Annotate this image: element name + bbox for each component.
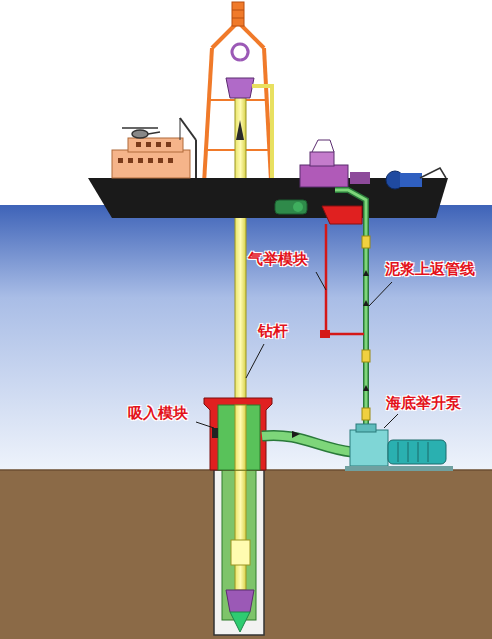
drill-pipe bbox=[235, 90, 246, 590]
label-mud-return: 泥浆上返管线 bbox=[383, 260, 477, 278]
mud-tank bbox=[322, 206, 362, 224]
deck-machine bbox=[300, 165, 348, 187]
crane bbox=[180, 118, 196, 178]
helicopter bbox=[122, 128, 160, 138]
label-drill-pipe: 钻杆 bbox=[256, 322, 290, 340]
deck-pump bbox=[275, 200, 307, 214]
label-gas-lift: 气举模块 bbox=[246, 250, 310, 268]
label-suction: 吸入模块 bbox=[126, 404, 190, 422]
label-pump: 海底举升泵 bbox=[384, 394, 463, 412]
ship-bridge bbox=[112, 150, 190, 178]
gas-lift-line bbox=[326, 224, 364, 334]
pump-motor bbox=[388, 440, 446, 464]
leader-lines bbox=[196, 272, 398, 428]
suction-pipe bbox=[262, 435, 352, 452]
top-drive bbox=[226, 78, 254, 98]
subsea-pump bbox=[350, 430, 388, 466]
mud-return-line bbox=[335, 190, 366, 442]
